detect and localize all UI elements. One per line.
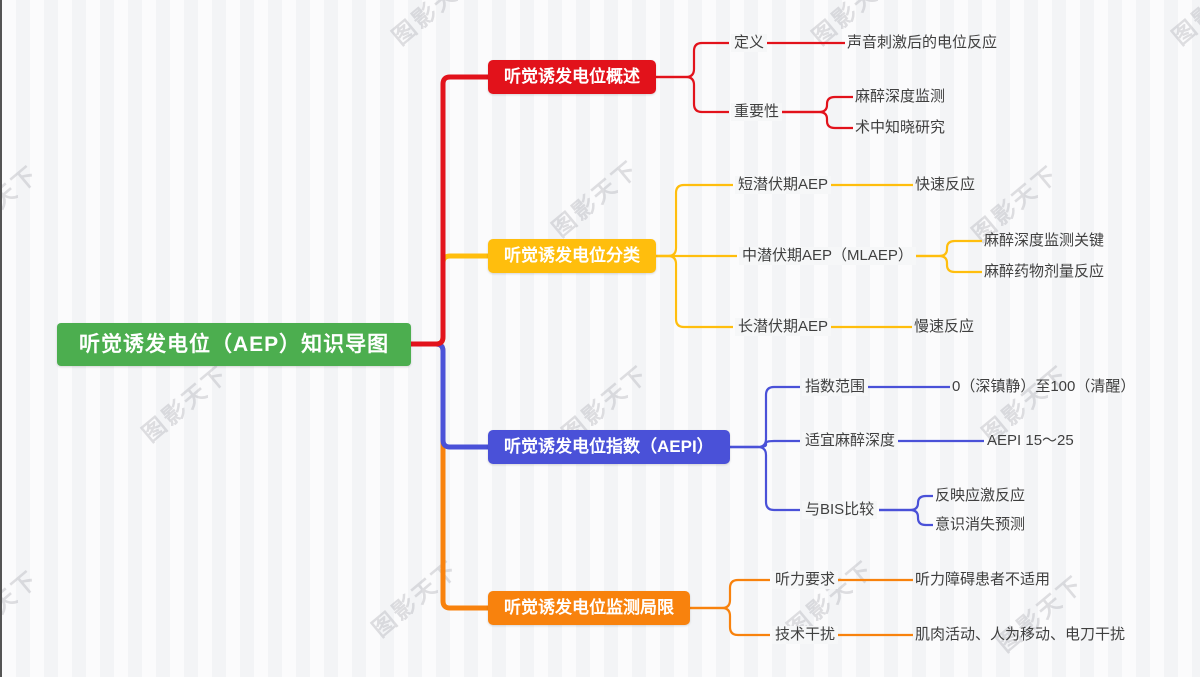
connector-mid-leaf2 [914,254,982,274]
topic-fast-response[interactable]: 快速反应 [915,176,976,193]
topic-mlaep-key[interactable]: 麻醉深度监测关键 [984,232,1105,249]
connector-root-index [407,341,489,450]
topic-tech-interference[interactable]: 技术干扰 [772,626,839,644]
topic-definition-detail[interactable]: 声音刺激后的电位反应 [847,34,998,51]
connector-class-short [647,183,733,258]
branch-node-overview[interactable]: 听觉诱发电位概述 [488,60,656,94]
topic-awareness-research[interactable]: 术中知晓研究 [855,119,946,136]
topic-short-latency[interactable]: 短潜伏期AEP [735,176,832,194]
branch-node-index[interactable]: 听觉诱发电位指数（AEPI） [488,430,730,464]
root-node[interactable]: 听觉诱发电位（AEP）知识导图 [57,323,412,366]
topic-hearing-impaired[interactable]: 听力障碍患者不适用 [915,571,1051,588]
connector-class-long [647,254,733,329]
topic-loc-prediction[interactable]: 意识消失预测 [935,516,1026,533]
topic-bis-comparison[interactable]: 与BIS比较 [802,501,878,519]
connector-mid-leaf1 [914,239,982,258]
branch-node-classification[interactable]: 听觉诱发电位分类 [488,239,656,273]
connector-overview-definition [647,41,729,79]
topic-stress-response[interactable]: 反映应激反应 [935,487,1026,504]
connector-limit-hearing [682,578,770,610]
connector-bis-leaf1 [879,494,933,512]
connector-bis-leaf2 [879,508,933,527]
topic-aepi-range[interactable]: AEPI 15～25 [987,432,1074,449]
topic-mid-latency[interactable]: 中潜伏期AEP（MLAEP） [739,247,916,265]
topic-mlaep-dose[interactable]: 麻醉药物剂量反应 [984,263,1105,280]
topic-index-range[interactable]: 指数范围 [802,378,869,396]
topic-range-values[interactable]: 0（深镇静）至100（清醒） [952,378,1136,395]
connector-root-limitation [407,341,489,611]
connector-importance-leaf1 [782,95,853,114]
connector-limit-interference [682,606,770,637]
connector-root-overview [407,74,489,347]
topic-importance[interactable]: 重要性 [731,103,783,121]
topic-suitable-depth[interactable]: 适宜麻醉深度 [802,432,899,450]
connector-root-classification [407,253,489,347]
branch-node-limitation[interactable]: 听觉诱发电位监测局限 [488,591,690,625]
topic-interference-sources[interactable]: 肌肉活动、人为移动、电刀干扰 [915,626,1126,643]
topic-hearing-requirement[interactable]: 听力要求 [772,571,839,589]
connector-index-bis [717,445,800,512]
topic-slow-response[interactable]: 慢速反应 [914,318,975,335]
connector-importance-leaf2 [782,110,853,130]
connector-overview-importance [647,75,729,114]
topic-depth-monitoring[interactable]: 麻醉深度监测 [855,88,946,105]
topic-definition[interactable]: 定义 [731,34,768,52]
topic-long-latency[interactable]: 长潜伏期AEP [735,318,832,336]
